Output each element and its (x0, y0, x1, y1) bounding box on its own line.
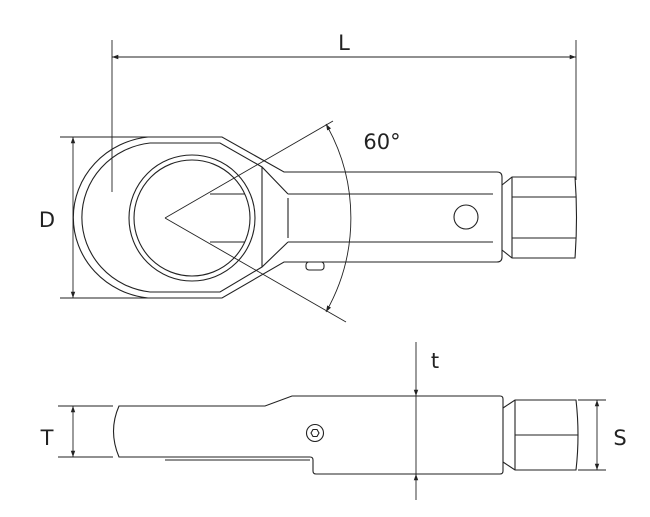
diameter-dimension: D (39, 136, 150, 299)
ring-head-outline (72, 136, 503, 299)
handle-hole (453, 204, 479, 230)
top-view: L D (39, 31, 578, 323)
side-body-outline (112, 395, 504, 475)
tab (305, 261, 325, 271)
ring-bore-outer (128, 154, 256, 282)
hex-drive (501, 176, 578, 259)
hex-screw (305, 423, 325, 443)
diameter-label: D (39, 208, 55, 232)
small-thickness-label: t (431, 349, 439, 373)
side-hex-drive (502, 399, 579, 471)
ring-bore-inner (133, 159, 251, 277)
length-label: L (338, 31, 350, 55)
angle-dimension: 60° (164, 120, 401, 323)
thickness-label: T (40, 426, 54, 450)
side-view: T t S (40, 342, 627, 500)
angle-label: 60° (363, 130, 400, 154)
socket-size-label: S (613, 426, 626, 450)
ring-head-inner-outline (81, 142, 289, 293)
thickness-dimension: T (40, 405, 113, 458)
socket-size-dimension: S (578, 399, 627, 471)
small-thickness-dimension: t (413, 342, 439, 500)
length-dimension: L (111, 31, 577, 192)
